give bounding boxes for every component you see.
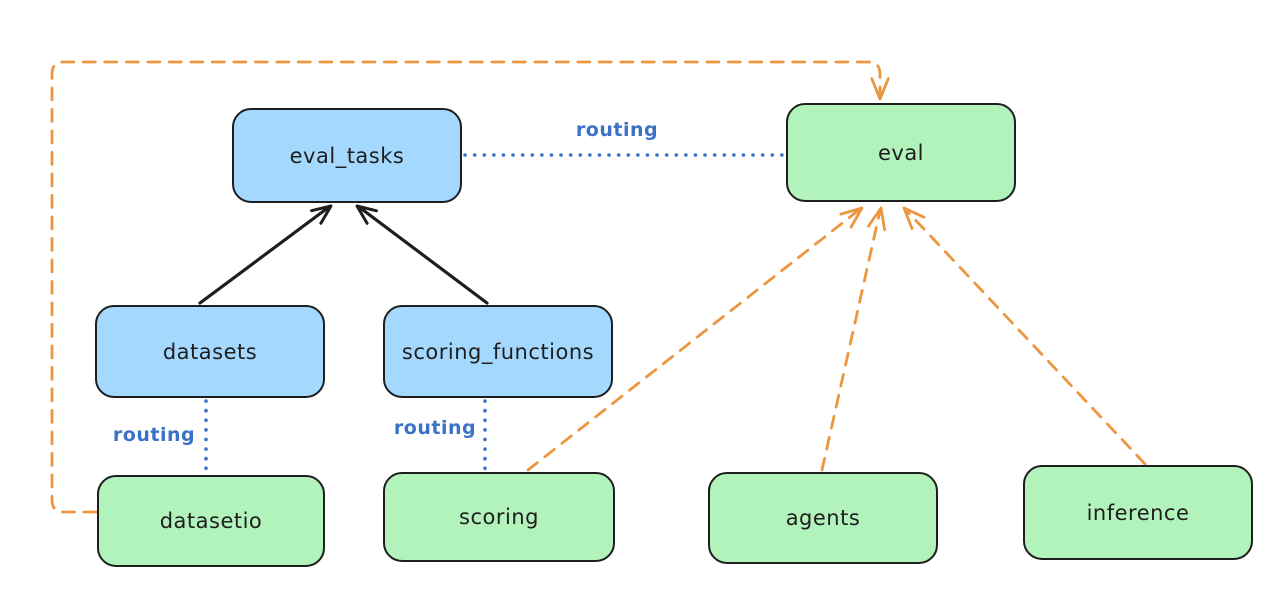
node-scoring-functions-label: scoring_functions [401,339,595,364]
node-scoring-label: scoring [459,505,539,529]
node-datasets-label: datasets [162,339,258,364]
edge-label-routing-datasets-datasetio: routing [112,424,196,446]
edge-label-routing-scoring-functions-scoring: routing [393,417,477,439]
node-datasets: datasets [95,305,325,398]
node-eval-tasks-label: eval_tasks [289,143,405,168]
node-eval-label: eval [877,140,925,165]
edge-scoring-functions-to-eval-tasks [357,205,489,305]
node-datasetio: datasetio [97,475,325,567]
arrowhead-inference-to-eval [902,206,926,230]
arrowhead-datasetio-to-eval [870,77,890,101]
node-inference: inference [1023,465,1253,560]
node-scoring-functions: scoring_functions [383,305,613,398]
edge-label-routing-eval-tasks-eval: routing [575,119,659,141]
node-scoring: scoring [383,472,615,562]
node-eval: eval [786,103,1016,202]
node-agents: agents [708,472,938,564]
edge-datasets-to-eval-tasks [198,205,331,305]
node-inference-label: inference [1086,500,1190,525]
arrowhead-agents-to-eval [867,206,886,232]
edge-datasetio-to-eval-loop [50,60,882,514]
node-datasetio-label: datasetio [159,509,263,533]
node-agents-label: agents [785,506,861,530]
node-eval-tasks: eval_tasks [232,108,462,203]
arrowhead-scoring-to-eval [839,206,864,229]
edge-agents-to-eval [820,209,882,472]
arrowhead-scoring-functions-to-eval-tasks [355,204,378,225]
edge-inference-to-eval [905,209,1147,466]
edge-scoring-to-eval [526,208,861,472]
arrowhead-datasets-to-eval-tasks [310,204,333,225]
